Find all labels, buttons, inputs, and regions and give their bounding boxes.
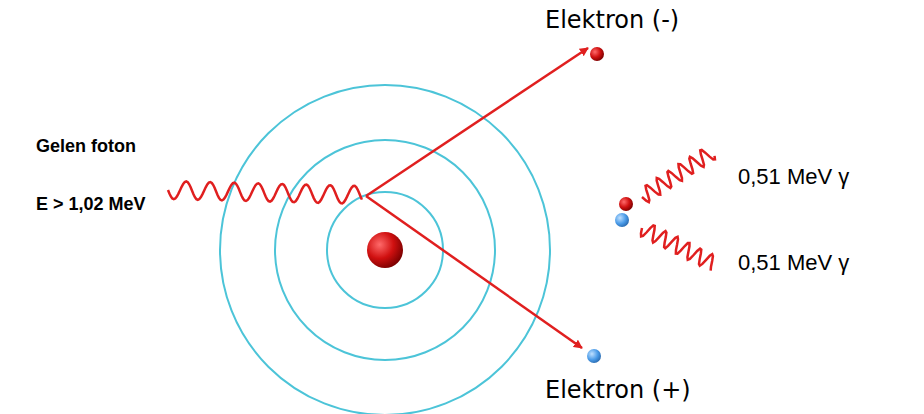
- electron-dot: [590, 47, 604, 61]
- outer-shell: [220, 85, 550, 414]
- nucleus: [367, 232, 403, 268]
- electron-track: [366, 48, 588, 196]
- middle-shell: [275, 140, 495, 360]
- energy-label: E > 1,02 MeV: [36, 194, 146, 216]
- photon-label: Gelen foton: [36, 136, 136, 158]
- particle-label: Elektron (-): [545, 6, 679, 35]
- gamma-label: 0,51 MeV γ: [738, 250, 849, 276]
- gamma-photon-up: [642, 150, 715, 202]
- annihilation-electron: [619, 197, 633, 211]
- annihilation-positron: [615, 213, 629, 227]
- particle-label: Elektron (+): [545, 376, 691, 405]
- positron-track: [366, 196, 582, 348]
- gamma-photon-down: [641, 225, 713, 270]
- positron-dot: [587, 349, 601, 363]
- incoming-photon: [168, 181, 362, 203]
- gamma-label: 0,51 MeV γ: [738, 164, 849, 190]
